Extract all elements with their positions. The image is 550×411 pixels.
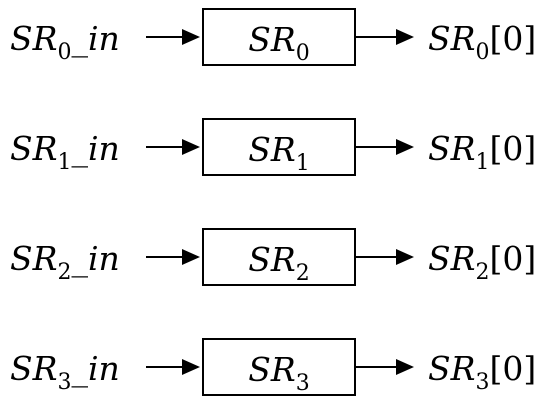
register-block-label-1: SR1 [248,130,310,176]
output-arrow-0 [356,29,414,45]
input-label-3: SR3_in [10,349,120,395]
input-arrow-3 [146,359,200,375]
output-arrow-3 [356,359,414,375]
register-row-0: SR0_in SR0 SR0[0] [0,8,550,70]
output-arrow-1 [356,139,414,155]
output-label-2: SR2[0] [428,239,537,285]
register-block-1: SR1 [202,118,356,176]
input-arrow-0 [146,29,200,45]
register-block-0: SR0 [202,8,356,66]
output-label-0: SR0[0] [428,19,537,65]
register-block-label-3: SR3 [248,350,310,396]
register-block-2: SR2 [202,228,356,286]
register-row-1: SR1_in SR1 SR1[0] [0,118,550,180]
input-arrow-2 [146,249,200,265]
input-arrow-1 [146,139,200,155]
input-label-0: SR0_in [10,19,120,65]
register-row-3: SR3_in SR3 SR3[0] [0,338,550,400]
output-arrow-2 [356,249,414,265]
output-label-1: SR1[0] [428,129,537,175]
register-block-3: SR3 [202,338,356,396]
input-label-2: SR2_in [10,239,120,285]
output-label-3: SR3[0] [428,349,537,395]
input-label-1: SR1_in [10,129,120,175]
register-block-label-2: SR2 [248,240,310,286]
register-block-label-0: SR0 [248,20,310,66]
register-row-2: SR2_in SR2 SR2[0] [0,228,550,290]
